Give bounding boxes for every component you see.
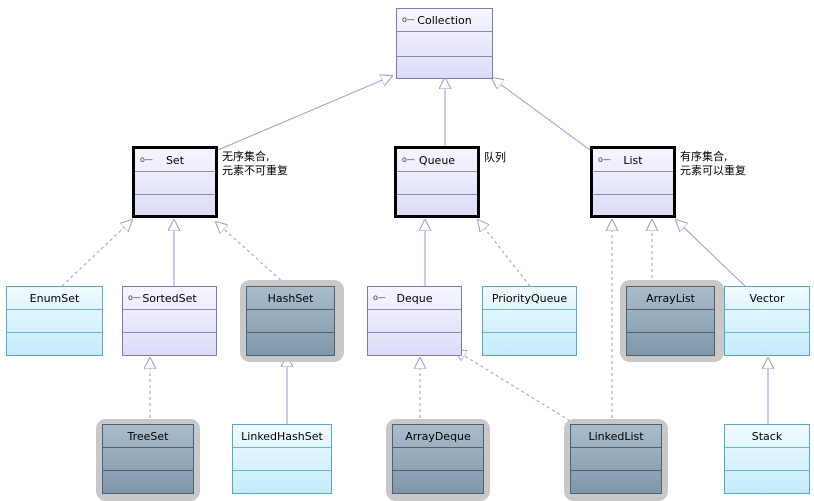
class-name-linkedlist: LinkedList xyxy=(588,429,644,443)
class-name-set: Set xyxy=(165,153,185,167)
class-name-hashset: HashSet xyxy=(267,291,314,305)
note-set-line1: 无序集合, xyxy=(222,150,270,163)
edge-enumset-set xyxy=(61,220,132,287)
class-box-enumset[interactable]: EnumSet xyxy=(6,286,103,356)
class-name-stack: Stack xyxy=(751,429,783,443)
edge-linkedlist-deque xyxy=(455,350,576,425)
class-name-sortedset: SortedSet xyxy=(142,291,197,305)
class-box-deque[interactable]: o— Deque xyxy=(367,286,462,356)
class-box-stack[interactable]: Stack xyxy=(724,424,810,494)
class-box-linkedhashset[interactable]: LinkedHashSet xyxy=(232,424,332,494)
note-queue-text: 队列 xyxy=(484,151,506,164)
class-box-collection[interactable]: o—Collection xyxy=(396,8,493,79)
class-name-treeset: TreeSet xyxy=(127,429,169,443)
edge-list-collection xyxy=(492,78,591,151)
edge-priorityqueue-queue xyxy=(478,220,531,287)
note-set-line2: 元素不可重复 xyxy=(222,164,288,177)
note-list-line2: 元素可以重复 xyxy=(680,164,746,177)
class-name-collection: Collection xyxy=(417,13,472,27)
class-box-queue[interactable]: o—Queue xyxy=(394,146,480,218)
class-box-priorityqueue[interactable]: PriorityQueue xyxy=(482,286,577,356)
edge-hashset-set xyxy=(216,222,286,285)
note-set: 无序集合, 元素不可重复 xyxy=(222,150,288,178)
edge-set-collection xyxy=(217,76,392,151)
class-box-linkedlist[interactable]: LinkedList xyxy=(570,424,662,494)
class-box-list[interactable]: o— List xyxy=(590,146,676,218)
interface-lollipop-icon: o— xyxy=(373,293,386,302)
note-list: 有序集合, 元素可以重复 xyxy=(680,150,746,178)
class-name-arraylist: ArrayList xyxy=(646,291,695,305)
class-box-treeset[interactable]: TreeSet xyxy=(102,424,194,494)
class-name-queue: Queue xyxy=(418,153,456,167)
class-name-deque: Deque xyxy=(396,291,433,305)
class-box-arraylist[interactable]: ArrayList xyxy=(626,286,715,356)
class-box-sortedset[interactable]: o—SortedSet xyxy=(122,286,217,356)
class-box-vector[interactable]: Vector xyxy=(724,286,810,356)
interface-lollipop-icon: o— xyxy=(402,15,415,24)
class-name-arraydeque: ArrayDeque xyxy=(405,429,471,443)
interface-lollipop-icon: o— xyxy=(598,155,611,164)
note-list-line1: 有序集合, xyxy=(680,150,728,163)
interface-lollipop-icon: o— xyxy=(128,293,141,302)
edge-vector-list xyxy=(676,220,746,287)
interface-lollipop-icon: o— xyxy=(140,155,153,164)
class-box-set[interactable]: o— Set xyxy=(132,146,218,218)
class-box-hashset[interactable]: HashSet xyxy=(246,286,335,356)
class-name-linkedhashset: LinkedHashSet xyxy=(241,429,323,443)
class-name-enumset: EnumSet xyxy=(29,291,80,305)
class-box-arraydeque[interactable]: ArrayDeque xyxy=(392,424,484,494)
note-queue: 队列 xyxy=(484,151,506,165)
class-name-priorityqueue: PriorityQueue xyxy=(491,291,568,305)
interface-lollipop-icon: o— xyxy=(402,155,415,164)
class-name-list: List xyxy=(623,153,643,167)
class-name-vector: Vector xyxy=(749,291,785,305)
